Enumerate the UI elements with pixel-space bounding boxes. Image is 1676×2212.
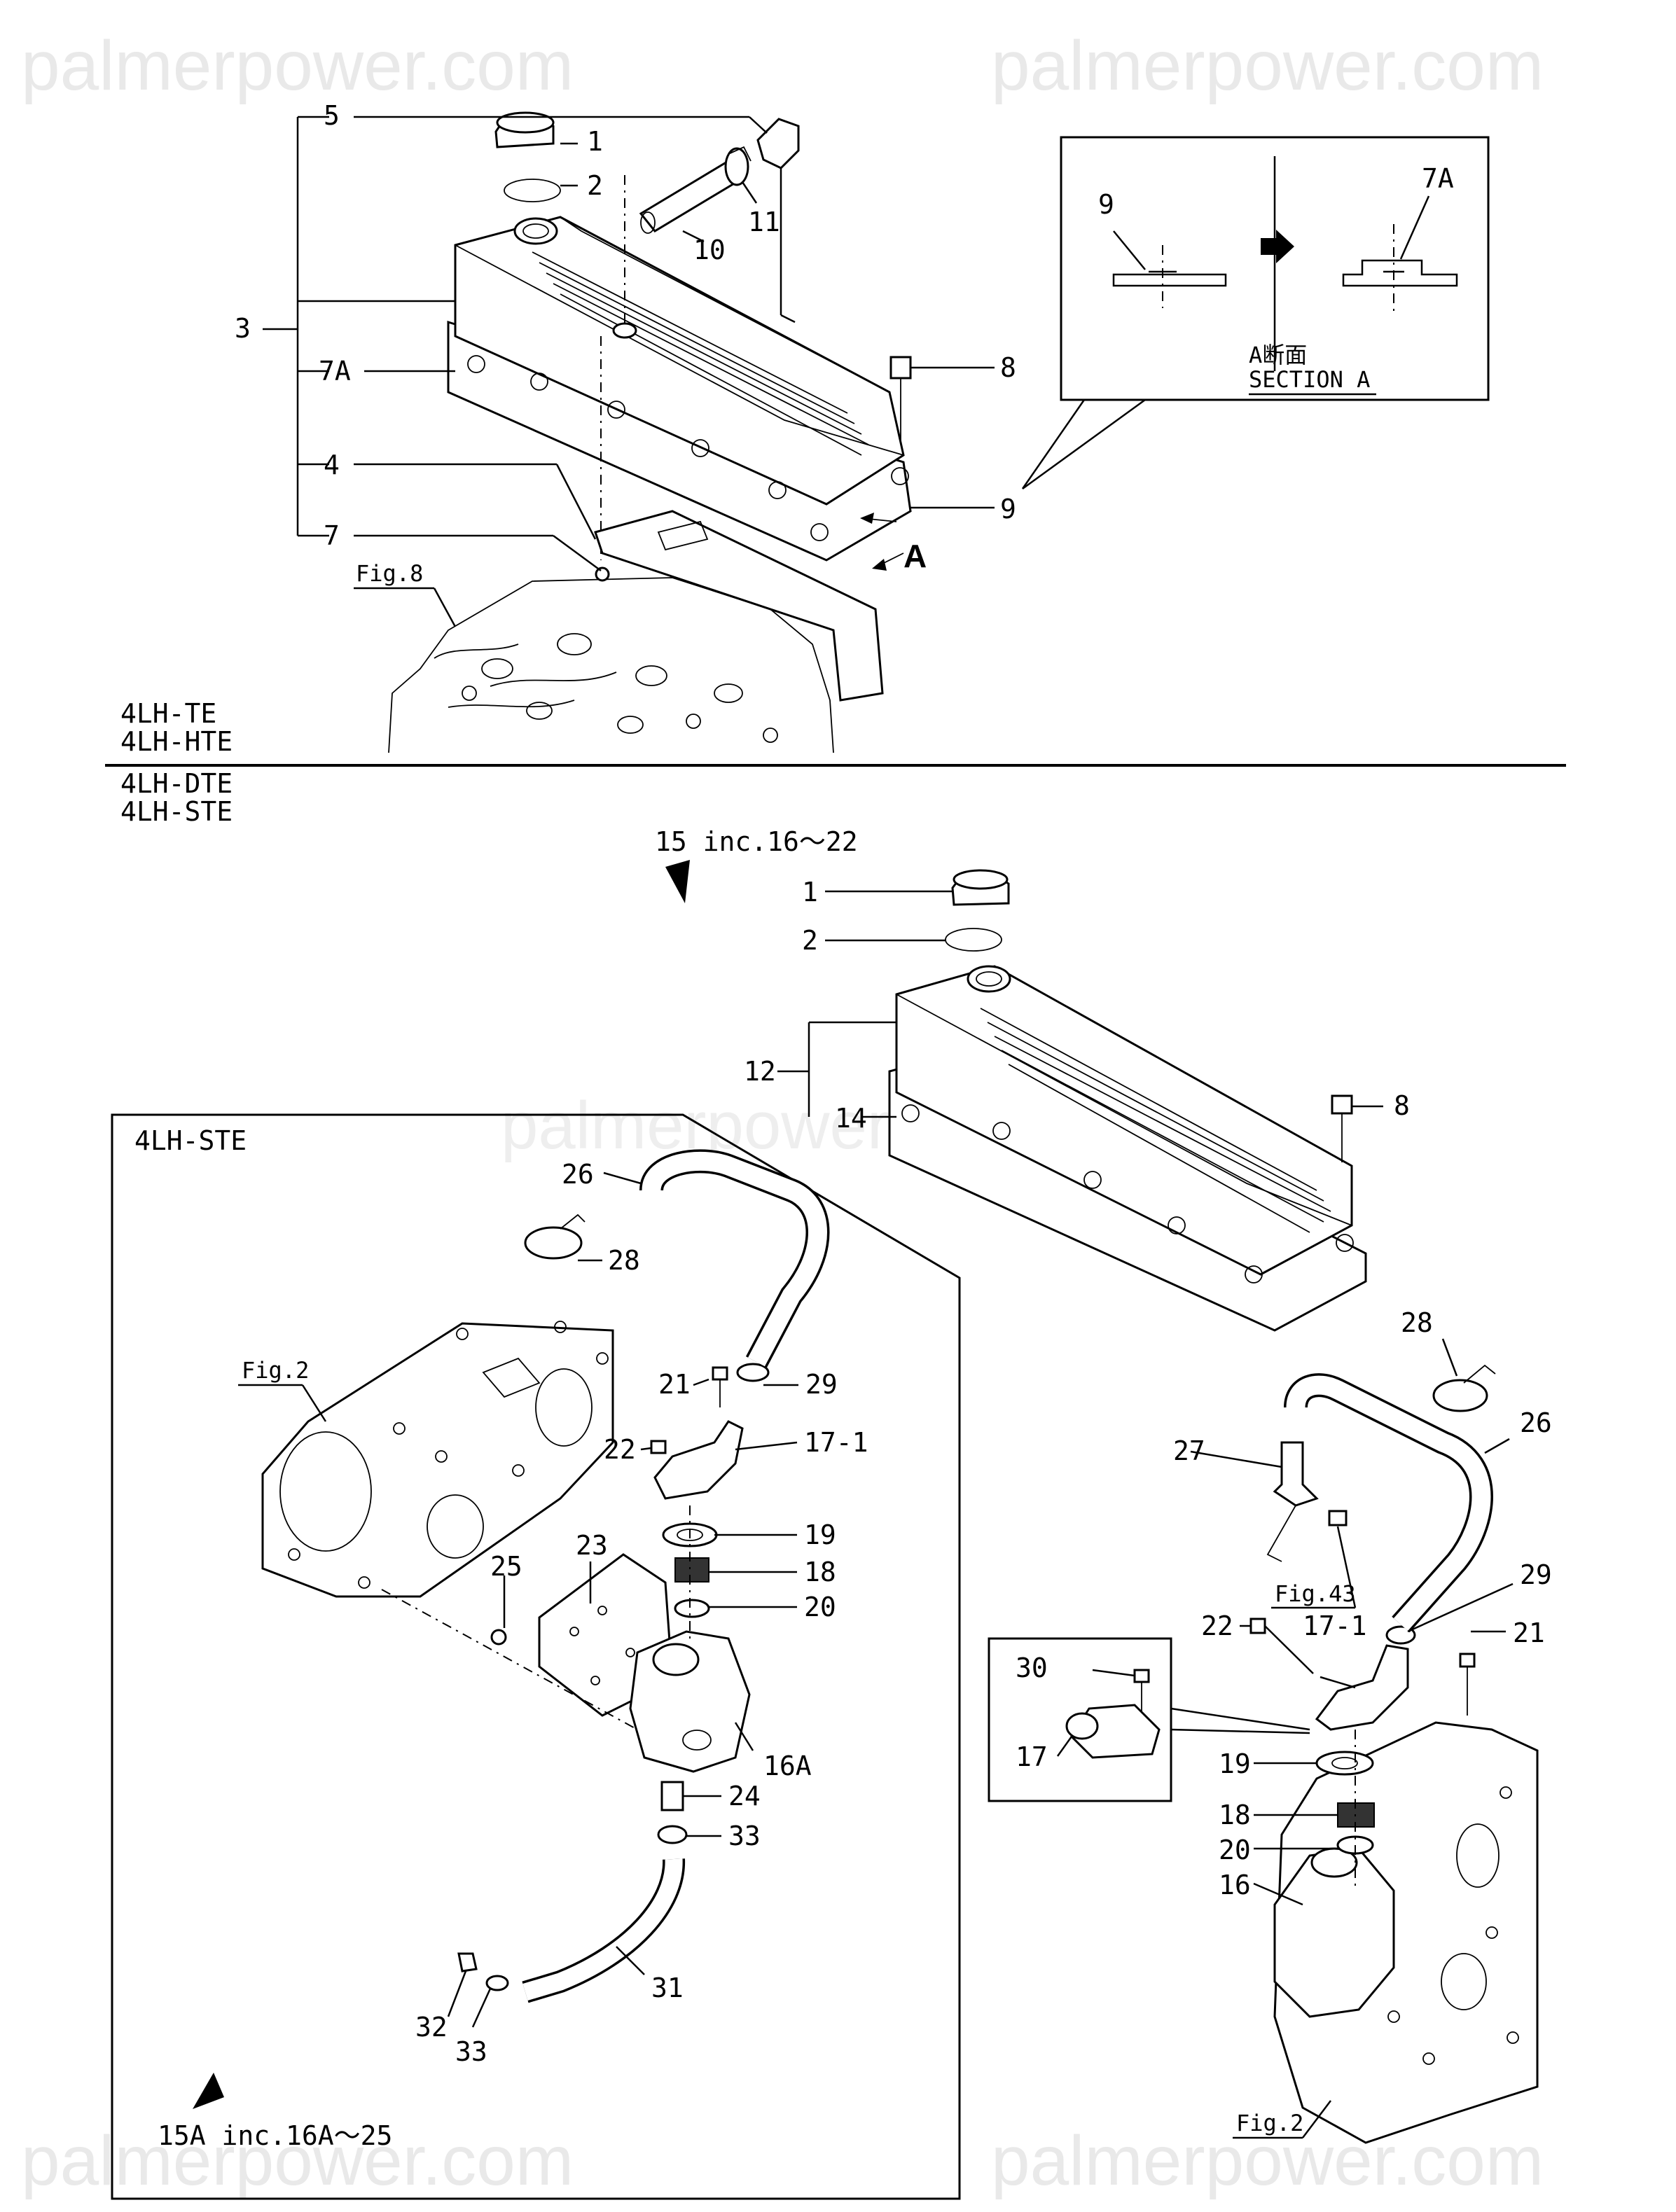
- mid-callout-1: 1: [802, 877, 818, 907]
- mid-callout-2: 2: [802, 925, 818, 956]
- right-callout-16: 16: [1219, 1870, 1251, 1900]
- inset-callout-28: 28: [608, 1245, 640, 1276]
- inset-callout-17-1: 17-1: [804, 1427, 868, 1458]
- right-thermostat-assembly: Fig.43 Fig.2 28 26 27 29 22: [988, 1307, 1552, 2144]
- fig-ref-8: Fig.8: [356, 560, 423, 587]
- inset-callout-16a: 16A: [763, 1751, 812, 1781]
- section-arrow-letter: A: [903, 538, 927, 574]
- callout-bracket-3: [263, 116, 995, 572]
- inset-callout-31: 31: [651, 1973, 684, 2003]
- kit-15a-label: 15A inc.16A～25: [158, 2120, 392, 2151]
- middle-rocker-cover-assembly: [777, 869, 1383, 1332]
- callout-7a: 7A: [319, 356, 351, 387]
- callout-10: 10: [693, 235, 726, 265]
- inset-callout-18: 18: [804, 1557, 836, 1587]
- top-rocker-cover-assembly: [388, 111, 912, 753]
- right-callout-30: 30: [1016, 1653, 1048, 1683]
- callouts-top: 5 1 2 10 11 3 7A 8 4 9 7 A: [235, 100, 1016, 574]
- model-label-4lh-te: 4LH-TE: [120, 698, 216, 729]
- inset-callout-20: 20: [804, 1592, 836, 1622]
- section-callout-9: 9: [1098, 189, 1114, 220]
- section-callout-7a: 7A: [1422, 163, 1454, 194]
- callout-4: 4: [324, 450, 340, 480]
- callout-11: 11: [748, 207, 780, 237]
- inset-callout-32: 32: [415, 2012, 448, 2043]
- kit-15-arrow-icon: [665, 860, 690, 903]
- mid-callout-8: 8: [1394, 1090, 1410, 1121]
- watermark-bottom-right: palmerpower.com: [991, 2122, 1544, 2200]
- inset-callout-23: 23: [576, 1530, 608, 1561]
- inset-4lh-ste: 4LH-STE Fig.2: [111, 1113, 961, 2200]
- callout-2: 2: [587, 170, 603, 201]
- kit-15a-arrow-icon: [193, 2073, 224, 2109]
- right-callout-22: 22: [1201, 1611, 1233, 1641]
- callout-1: 1: [587, 126, 603, 157]
- callout-7: 7: [324, 520, 340, 551]
- right-callout-21: 21: [1513, 1618, 1545, 1648]
- inset-title: 4LH-STE: [134, 1125, 247, 1156]
- right-callout-17-1: 17-1: [1303, 1611, 1367, 1641]
- inset-callout-24: 24: [728, 1781, 761, 1811]
- right-callout-18: 18: [1219, 1800, 1251, 1830]
- model-label-4lh-hte: 4LH-HTE: [120, 726, 233, 757]
- inset-callout-26: 26: [562, 1159, 594, 1190]
- right-callout-19: 19: [1219, 1748, 1251, 1779]
- right-callout-20: 20: [1219, 1835, 1251, 1865]
- section-label-en: SECTION A: [1249, 366, 1370, 393]
- section-a-detail: 9 7A A断面 SECTION A: [1021, 136, 1490, 490]
- callout-5: 5: [324, 100, 340, 131]
- right-callout-29: 29: [1520, 1559, 1552, 1590]
- inset-callout-21: 21: [658, 1369, 691, 1400]
- callout-8: 8: [1000, 352, 1016, 383]
- mid-callout-12: 12: [744, 1056, 776, 1087]
- inset-callout-19: 19: [804, 1519, 836, 1550]
- right-callout-17: 17: [1016, 1741, 1048, 1772]
- watermark-top-left: palmerpower.com: [21, 27, 574, 105]
- callout-3: 3: [235, 313, 251, 344]
- watermark-bottom-left: palmerpower.com: [21, 2122, 574, 2200]
- fig-ref-2-right: Fig.2: [1236, 2110, 1303, 2136]
- inset-callout-22: 22: [604, 1434, 636, 1465]
- right-callout-27: 27: [1173, 1435, 1205, 1466]
- fig-ref-2-left: Fig.2: [242, 1357, 309, 1384]
- right-callout-26: 26: [1520, 1407, 1552, 1438]
- mid-callout-14: 14: [835, 1103, 867, 1134]
- fig-ref-43: Fig.43: [1275, 1580, 1356, 1607]
- section-label-jp: A断面: [1249, 342, 1307, 368]
- callouts-middle: 1 2 12 14 8: [744, 877, 1410, 1134]
- inset-callout-25: 25: [490, 1551, 522, 1582]
- right-callout-28: 28: [1401, 1307, 1433, 1338]
- callout-9: 9: [1000, 494, 1016, 524]
- model-label-4lh-dte: 4LH-DTE: [120, 768, 233, 799]
- inset-callout-29: 29: [805, 1369, 838, 1400]
- inset-callout-33: 33: [728, 1821, 761, 1851]
- model-label-4lh-ste: 4LH-STE: [120, 796, 233, 827]
- watermark-top-right: palmerpower.com: [991, 27, 1544, 105]
- inset-callout-33b: 33: [455, 2036, 487, 2067]
- kit-15-label: 15 inc.16～22: [655, 826, 858, 857]
